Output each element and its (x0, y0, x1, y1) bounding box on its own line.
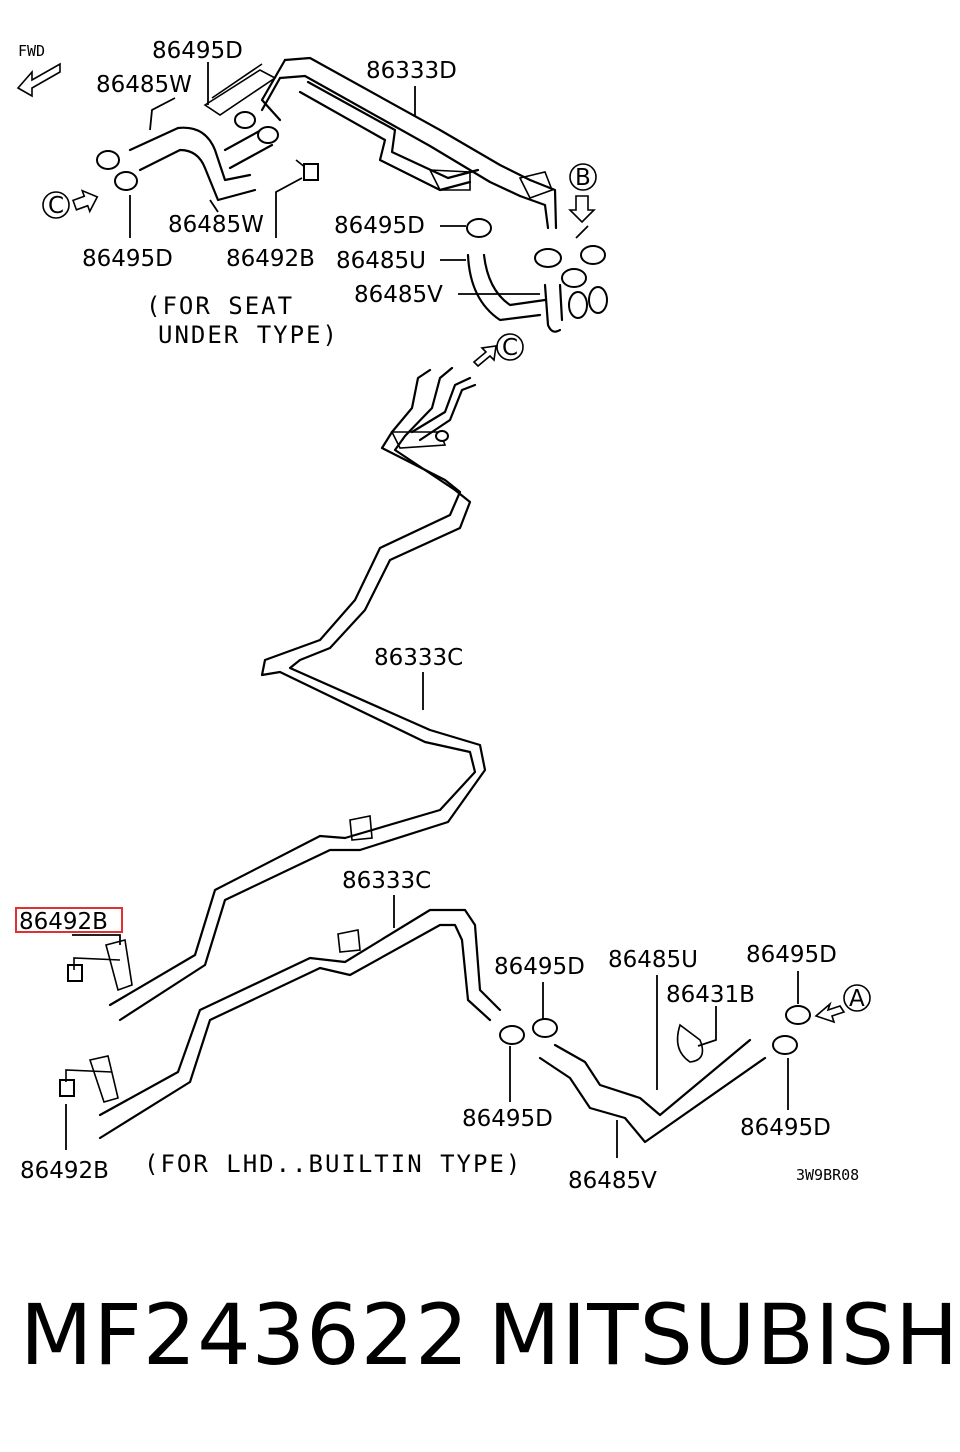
callout-86485v: 86485V (354, 282, 443, 308)
callout-86333d: 86333D (366, 58, 457, 84)
callout-86495d: 86495D (152, 38, 243, 64)
callout-86492b: 86492B (20, 1158, 109, 1184)
callout-86333c: 86333C (342, 868, 431, 894)
svg-text:C: C (502, 335, 518, 361)
marker-c-top: C (42, 189, 99, 219)
callout-86485u: 86485U (608, 947, 698, 973)
marker-a: A (814, 984, 871, 1024)
middle-pipe (108, 366, 487, 1022)
footer: MF243622 MITSUBISHI (0, 1280, 960, 1400)
marker-b: B (569, 163, 597, 191)
note-lhd-builtin: (FOR LHD..BUILTIN TYPE) (144, 1150, 522, 1178)
callout-86495d: 86495D (740, 1115, 831, 1141)
callout-86333c: 86333C (374, 645, 463, 671)
svg-text:C: C (48, 193, 64, 219)
callout-86485w: 86485W (96, 72, 192, 98)
highlight-box (15, 907, 123, 933)
callout-86485w: 86485W (168, 212, 264, 238)
drawing-code: 3W9BR08 (796, 1166, 859, 1184)
svg-text:B: B (575, 165, 591, 191)
fwd-arrow: FWD (16, 42, 61, 98)
svg-text:A: A (849, 986, 865, 1012)
callout-labels: 86495D 86485W 86333D 86485W 86495D 86492… (15, 38, 837, 1194)
notes: (FOR SEAT UNDER TYPE) (FOR LHD..BUILTIN … (144, 292, 859, 1184)
leader-lines (65, 62, 799, 1158)
note-seat-under-2: UNDER TYPE) (158, 321, 339, 349)
callout-86485u: 86485U (336, 248, 426, 274)
callout-86495d: 86495D (494, 954, 585, 980)
part-number: MF243622 (20, 1286, 470, 1384)
lower-assembly (59, 908, 811, 1144)
note-seat-under-1: (FOR SEAT (146, 292, 294, 320)
callout-86495d: 86495D (334, 213, 425, 239)
callout-86492b-highlighted[interactable]: 86492B (19, 909, 108, 935)
callout-86495d: 86495D (462, 1106, 553, 1132)
fwd-label: FWD (18, 42, 45, 60)
callout-86431b: 86431B (666, 982, 755, 1008)
callout-86495d: 86495D (82, 246, 173, 272)
marker-c-mid: C (472, 333, 524, 368)
top-assembly (96, 56, 608, 333)
callout-86495d: 86495D (746, 942, 837, 968)
brand-name: MITSUBISHI (488, 1286, 960, 1384)
callout-86492b: 86492B (226, 246, 315, 272)
callout-86485v: 86485V (568, 1168, 657, 1194)
